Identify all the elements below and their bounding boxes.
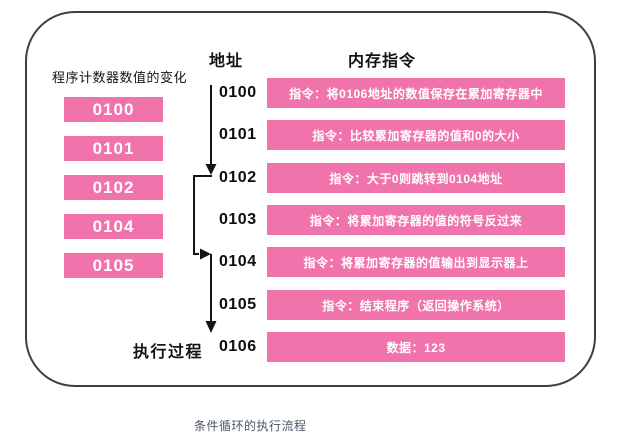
program-counter-title: 程序计数器数值的变化 xyxy=(52,70,188,85)
instruction-bar: 指令：将0106地址的数值保存在累加寄存器中 xyxy=(267,78,565,108)
pc-value-box: 0102 xyxy=(64,175,163,200)
instruction-bar: 指令：比较累加寄存器的值和0的大小 xyxy=(267,120,565,150)
instruction-bar: 指令：将累加寄存器的值的符号反过来 xyxy=(267,205,565,235)
diagram-caption: 条件循环的执行流程 xyxy=(194,419,307,433)
address-label: 0106 xyxy=(219,338,257,355)
memory-row: 0104 指令：将累加寄存器的值输出到显示器上 xyxy=(219,247,565,277)
instruction-bar: 数据：123 xyxy=(267,332,565,362)
memory-row: 0101 指令：比较累加寄存器的值和0的大小 xyxy=(219,120,565,150)
memory-row: 0105 指令：结束程序（返回操作系统） xyxy=(219,290,565,320)
memory-column-header: 内存指令 xyxy=(348,53,417,70)
pc-value-box: 0104 xyxy=(64,214,163,239)
memory-row: 0103 指令：将累加寄存器的值的符号反过来 xyxy=(219,205,565,235)
memory-row: 0106 数据：123 xyxy=(219,332,565,362)
pc-value-box: 0105 xyxy=(64,253,163,278)
execution-process-label: 执行过程 xyxy=(133,344,204,361)
address-label: 0103 xyxy=(219,211,257,228)
instruction-bar: 指令：将累加寄存器的值输出到显示器上 xyxy=(267,247,565,277)
instruction-bar: 指令：结束程序（返回操作系统） xyxy=(267,290,565,320)
instruction-bar: 指令：大于0则跳转到0104地址 xyxy=(267,163,565,193)
pc-value-box: 0101 xyxy=(64,136,163,161)
address-label: 0104 xyxy=(219,253,257,270)
memory-row: 0100 指令：将0106地址的数值保存在累加寄存器中 xyxy=(219,78,565,108)
memory-row: 0102 指令：大于0则跳转到0104地址 xyxy=(219,163,565,193)
address-column-header: 地址 xyxy=(209,53,244,70)
address-label: 0100 xyxy=(219,84,257,101)
address-label: 0102 xyxy=(219,169,257,186)
address-label: 0105 xyxy=(219,296,257,313)
address-label: 0101 xyxy=(219,126,257,143)
pc-value-box: 0100 xyxy=(64,97,163,122)
